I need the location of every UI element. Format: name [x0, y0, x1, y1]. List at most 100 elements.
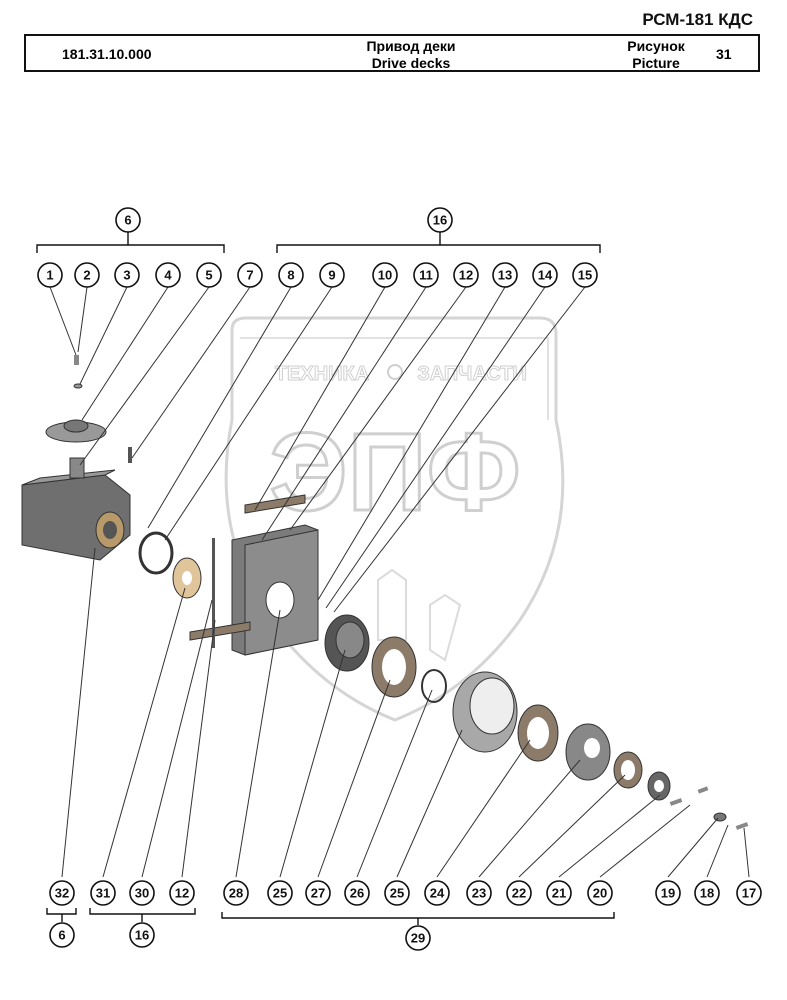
callout-15: 15 [572, 262, 598, 288]
callout-label: 17 [742, 886, 756, 901]
callout-label: 3 [123, 268, 130, 283]
washer-part [73, 383, 83, 389]
callout-11: 11 [413, 262, 439, 288]
strip-part [189, 621, 251, 641]
callout-12: 12 [453, 262, 479, 288]
sprocket-part [45, 419, 107, 443]
callout-label: 22 [512, 886, 526, 901]
callout-label: 15 [578, 268, 592, 283]
callout-label: 26 [350, 886, 364, 901]
screw-part-3 [735, 822, 749, 830]
washer-small-part [713, 812, 727, 822]
ring-part [421, 669, 447, 703]
bracket-group-top [36, 232, 601, 253]
callout-label: 11 [419, 268, 433, 283]
callout-label: 27 [311, 886, 325, 901]
leader-lines [49, 286, 750, 878]
callout-label: 8 [287, 268, 294, 283]
callout-label: 9 [328, 268, 335, 283]
part-number: 181.31.10.000 [62, 46, 152, 62]
callout-label: 24 [430, 886, 445, 901]
picture-label: Рисунок Picture [601, 38, 711, 72]
picture-number: 31 [716, 46, 732, 62]
callout-label: 31 [96, 886, 110, 901]
callout-label: 21 [552, 886, 566, 901]
callout-label: 12 [175, 886, 189, 901]
pin-part [212, 538, 215, 648]
callout-32: 32 [49, 880, 75, 906]
hub-part [324, 614, 370, 672]
callout-group-bottom-c: 29 [405, 925, 431, 951]
callout-label: 2 [83, 268, 90, 283]
callout-13: 13 [492, 262, 518, 288]
svg-text:6: 6 [58, 928, 65, 943]
callout-label: 23 [472, 886, 486, 901]
callout-label: 19 [661, 886, 675, 901]
callout-20: 20 [587, 880, 613, 906]
callout-25: 25 [267, 880, 293, 906]
callout-23: 23 [466, 880, 492, 906]
callout-label: 14 [538, 268, 553, 283]
callout-label: 13 [498, 268, 512, 283]
callout-19: 19 [655, 880, 681, 906]
screw-part-2 [697, 786, 709, 794]
callout-label: 4 [164, 268, 172, 283]
callout-22: 22 [506, 880, 532, 906]
callout-3: 3 [114, 262, 140, 288]
callout-10: 10 [372, 262, 398, 288]
callouts-bottom: 32 31 30 12 28 25 27 26 25 24 23 22 21 20 19 18 17 [49, 880, 762, 906]
callout-label: 30 [135, 886, 149, 901]
callout-18: 18 [694, 880, 720, 906]
screw-part [669, 798, 683, 806]
callout-25: 25 [384, 880, 410, 906]
callout-label: 25 [273, 886, 287, 901]
callout-14: 14 [532, 262, 558, 288]
svg-text:16: 16 [433, 213, 447, 228]
callout-label: 20 [593, 886, 607, 901]
picture-en: Picture [632, 55, 680, 71]
title-ru: Привод деки [366, 38, 456, 54]
callout-12: 12 [169, 880, 195, 906]
callout-group-bottom-a: 6 [49, 922, 75, 948]
callout-1: 1 [37, 262, 63, 288]
bolt-part [74, 355, 79, 365]
callout-label: 1 [46, 268, 53, 283]
title-en: Drive decks [371, 55, 451, 71]
callout-21: 21 [546, 880, 572, 906]
svg-text:6: 6 [124, 213, 131, 228]
callout-group-top-right: 16 [427, 207, 453, 233]
callout-7: 7 [237, 262, 263, 288]
svg-text:16: 16 [135, 928, 149, 943]
callout-group-top-left: 6 [115, 207, 141, 233]
callout-label: 5 [205, 268, 212, 283]
callout-17: 17 [736, 880, 762, 906]
wheat-icon [377, 568, 462, 662]
picture-ru: Рисунок [627, 38, 685, 54]
bracket-group-bottom [46, 908, 615, 925]
o-ring-part [138, 531, 174, 575]
callout-8: 8 [278, 262, 304, 288]
callout-27: 27 [305, 880, 331, 906]
callout-26: 26 [344, 880, 370, 906]
title-block: 181.31.10.000 Привод деки Drive decks Ри… [24, 34, 760, 72]
callout-31: 31 [90, 880, 116, 906]
callout-label: 7 [246, 268, 253, 283]
callout-label: 28 [229, 886, 243, 901]
callout-label: 10 [378, 268, 392, 283]
callout-2: 2 [74, 262, 100, 288]
key-part [128, 447, 132, 463]
group-callouts: 6 16 6 16 29 [49, 207, 453, 951]
gear-icon [387, 364, 403, 380]
callout-label: 18 [700, 886, 714, 901]
callout-9: 9 [319, 262, 345, 288]
mount-plate-part [231, 524, 319, 656]
callout-label: 12 [459, 268, 473, 283]
watermark-big-text: ЭПФ [269, 411, 520, 534]
strip-part-2 [244, 494, 306, 514]
callout-30: 30 [129, 880, 155, 906]
callout-label: 25 [390, 886, 404, 901]
callout-4: 4 [155, 262, 181, 288]
callout-28: 28 [223, 880, 249, 906]
watermark-text-left: ТЕХНИКА [275, 363, 369, 385]
